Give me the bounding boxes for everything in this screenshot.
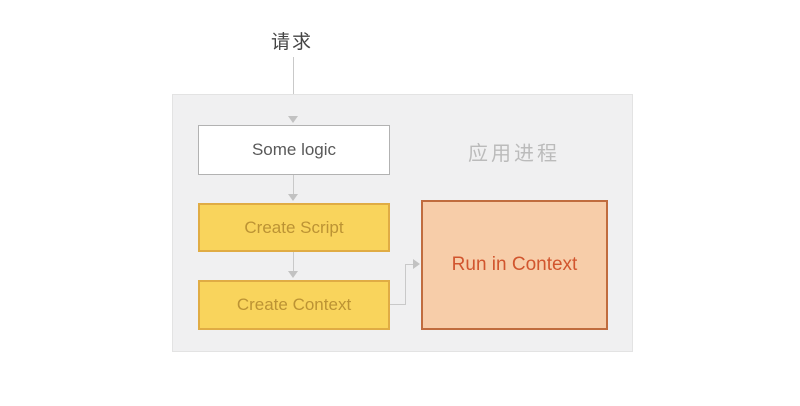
arrowhead-down-icon bbox=[288, 194, 298, 201]
arrow-line bbox=[293, 57, 294, 117]
application-process-label: 应用进程 bbox=[468, 143, 560, 165]
node-create-script: Create Script bbox=[198, 203, 390, 252]
arrow-line bbox=[405, 264, 406, 305]
node-run-in-context: Run in Context bbox=[421, 200, 608, 330]
arrowhead-down-icon bbox=[288, 116, 298, 123]
node-some-logic: Some logic bbox=[198, 125, 390, 175]
arrow-line bbox=[405, 264, 414, 265]
arrowhead-down-icon bbox=[288, 271, 298, 278]
request-label: 请求 bbox=[270, 32, 313, 53]
arrow-line bbox=[390, 304, 406, 305]
node-create-context: Create Context bbox=[198, 280, 390, 330]
arrow-line bbox=[293, 252, 294, 273]
arrow-line bbox=[293, 175, 294, 195]
arrowhead-right-icon bbox=[413, 259, 420, 269]
